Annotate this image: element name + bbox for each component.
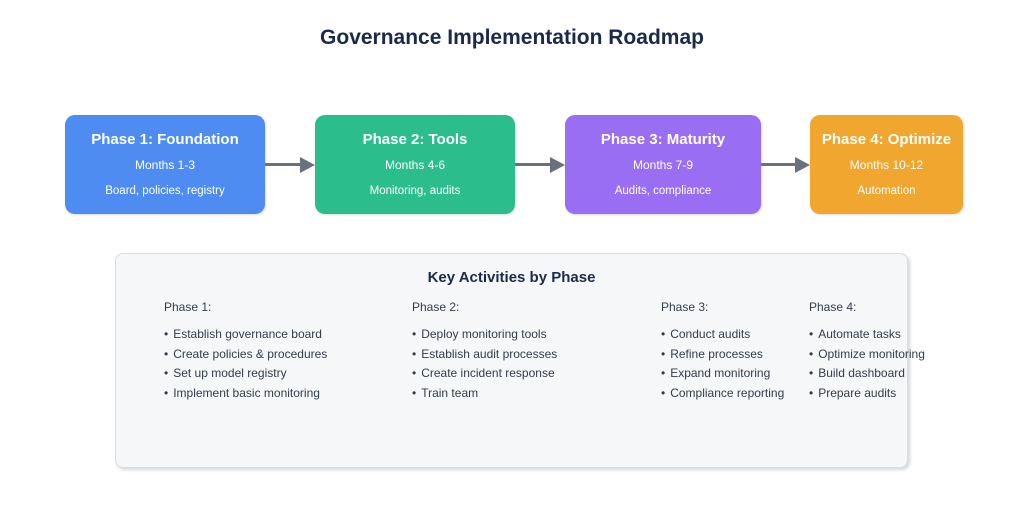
phase-2-months: Months 4-6 [384,158,446,172]
phase-4-title: Phase 4: Optimize [821,131,952,148]
activity-item: Create incident response [412,364,557,384]
activities-column-phase-2: Phase 2: Deploy monitoring tools Establi… [412,300,557,404]
arrow-head [300,156,315,173]
column-heading: Phase 3: [661,300,709,314]
phase-3-months: Months 7-9 [632,158,694,172]
arrow-head [795,156,810,173]
phase-1-title: Phase 1: Foundation [91,131,239,148]
activity-list: Deploy monitoring tools Establish audit … [412,325,557,404]
phase-4-months: Months 10-12 [849,158,924,172]
phase-1-months: Months 1-3 [134,158,196,172]
phase-2-box: Phase 2: Tools Months 4-6 Monitoring, au… [315,115,515,214]
column-heading: Phase 4: [809,300,857,314]
phase-1-box: Phase 1: Foundation Months 1-3 Board, po… [65,115,265,214]
phase-4-box: Phase 4: Optimize Months 10-12 Automatio… [810,115,963,214]
phase-3-summary: Audits, compliance [614,185,712,197]
activity-item: Compliance reporting [661,384,784,404]
activities-column-phase-4: Phase 4: Automate tasks Optimize monitor… [809,300,925,404]
activity-item: Automate tasks [809,325,925,345]
phase-1-summary: Board, policies, registry [105,185,225,197]
activity-item: Implement basic monitoring [164,384,327,404]
activity-item: Build dashboard [809,364,925,384]
arrow-shaft [761,163,795,166]
activity-list: Establish governance board Create polici… [164,325,327,404]
activity-item: Train team [412,384,557,404]
activity-item: Conduct audits [661,325,784,345]
key-activities-panel: Key Activities by Phase Phase 1: Establi… [115,253,925,468]
panel-title: Key Activities by Phase [427,269,596,286]
activity-list: Automate tasks Optimize monitoring Build… [809,325,925,404]
activity-item: Deploy monitoring tools [412,325,557,345]
phase-2-title: Phase 2: Tools [362,131,468,148]
column-heading: Phase 1: [164,300,212,314]
flow-arrow-1-icon [265,156,315,173]
phase-3-box: Phase 3: Maturity Months 7-9 Audits, com… [565,115,761,214]
page-title: Governance Implementation Roadmap [320,26,704,49]
activity-item: Establish governance board [164,325,327,345]
activity-item: Set up model registry [164,364,327,384]
activity-item: Create policies & procedures [164,345,327,365]
column-heading: Phase 2: [412,300,460,314]
arrow-head [550,156,565,173]
activity-list: Conduct audits Refine processes Expand m… [661,325,784,404]
activity-item: Establish audit processes [412,345,557,365]
arrow-shaft [515,163,550,166]
activity-item: Optimize monitoring [809,345,925,365]
flow-arrow-2-icon [515,156,565,173]
arrow-shaft [265,163,300,166]
activity-item: Expand monitoring [661,364,784,384]
flow-arrow-3-icon [761,156,810,173]
activities-column-phase-1: Phase 1: Establish governance board Crea… [164,300,327,404]
activity-item: Refine processes [661,345,784,365]
phase-4-summary: Automation [857,185,916,197]
phase-3-title: Phase 3: Maturity [600,131,726,148]
activity-item: Prepare audits [809,384,925,404]
activities-column-phase-3: Phase 3: Conduct audits Refine processes… [661,300,784,404]
phase-2-summary: Monitoring, audits [369,185,461,197]
